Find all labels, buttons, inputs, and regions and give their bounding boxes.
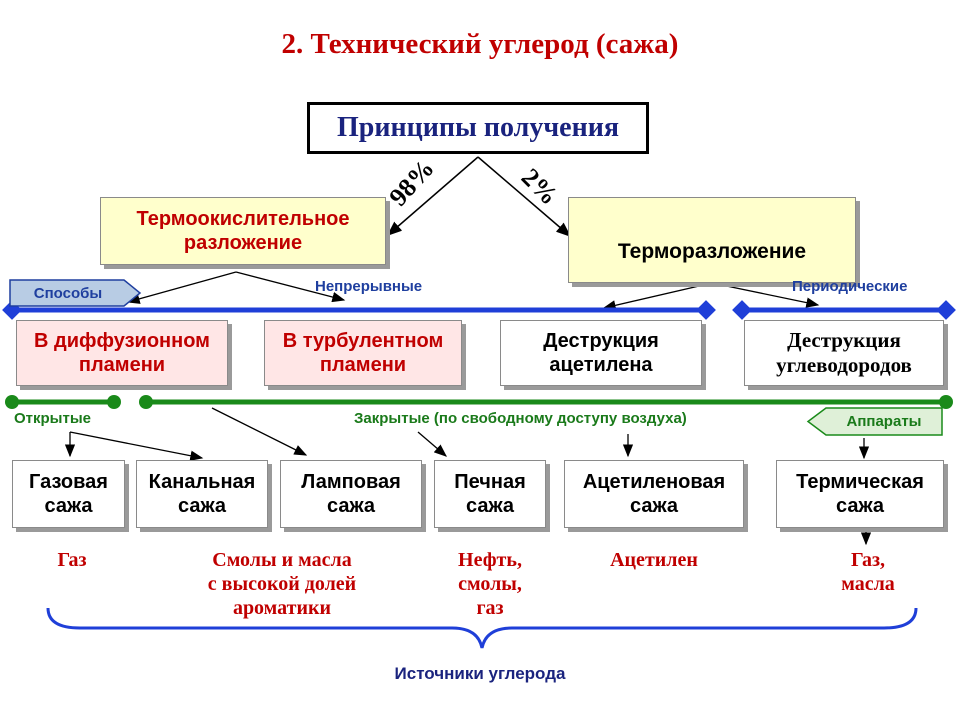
product-thermal-line2: сажа xyxy=(835,495,885,517)
source-gas-oils-line2: масла xyxy=(841,573,895,595)
method-diffusion-line1: В диффузионном xyxy=(34,330,210,352)
source-gas-oils-line1: Газ, xyxy=(850,549,885,571)
method-turbulent-line1: В турбулентном xyxy=(282,330,444,352)
thermo-oxidative-line1: Термоокислительное xyxy=(136,208,350,230)
source-oil-line1: Нефть, xyxy=(458,549,522,571)
method-acetylene-destruction: Деструкция ацетилена xyxy=(500,320,702,386)
carbon-sources-brace xyxy=(46,607,918,649)
source-gas: Газ xyxy=(40,548,104,572)
periodic-line-end-right xyxy=(936,300,956,320)
product-acetylene-black: Ацетиленовая сажа xyxy=(564,460,744,528)
arrow-closed-to-lamp xyxy=(211,407,308,456)
product-gas-line1: Газовая xyxy=(29,471,108,493)
product-lamp-line1: Ламповая xyxy=(301,471,401,493)
method-hydrocarbon-line1: Деструкция xyxy=(787,327,901,352)
product-thermal-black: Термическая сажа xyxy=(776,460,944,528)
product-channel-line2: сажа xyxy=(177,495,227,517)
method-acetylene-line2: ацетилена xyxy=(549,354,653,376)
method-diffusion-line2: пламени xyxy=(78,354,166,376)
source-resins-line2: с высокой долей xyxy=(207,573,357,595)
carbon-sources-label: Источники углерода xyxy=(394,664,566,683)
source-oil-line3: газ xyxy=(476,597,504,619)
methods-tag: Способы xyxy=(33,284,103,302)
product-channel-black: Канальная сажа xyxy=(136,460,268,528)
product-channel-line1: Канальная xyxy=(148,471,256,493)
open-line-end-left xyxy=(5,395,19,409)
arrow-open-to-channel xyxy=(69,431,204,461)
closed-line-end-left xyxy=(139,395,153,409)
arrow-to-methods-tag xyxy=(126,271,237,304)
open-label: Открытые xyxy=(14,410,91,427)
open-line-end-right xyxy=(107,395,121,409)
source-gas-line1: Газ xyxy=(57,549,87,571)
product-furnace-line2: сажа xyxy=(465,495,515,517)
product-thermal-line1: Термическая xyxy=(796,471,924,493)
thermal-decomposition-box: Терморазложение xyxy=(568,197,856,283)
thermo-oxidative-box: Термоокислительное разложение xyxy=(100,197,386,265)
product-furnace-line1: Печная xyxy=(454,471,526,493)
closed-label: Закрытые (по свободному доступу воздуха) xyxy=(354,410,687,427)
periodic-label: Периодические xyxy=(792,278,908,295)
source-acetylene-line1: Ацетилен xyxy=(610,549,698,571)
apparatus-tag: Аппараты xyxy=(846,413,922,430)
periodic-line-end-left xyxy=(732,300,752,320)
method-hydrocarbon-line2: углеводородов xyxy=(776,353,912,377)
arrow-to-continuous xyxy=(235,271,346,303)
source-resins-line3: ароматики xyxy=(232,597,332,619)
product-acetylene-line2: сажа xyxy=(629,495,679,517)
method-acetylene-line1: Деструкция xyxy=(543,330,659,352)
continuous-label: Непрерывные xyxy=(315,278,423,295)
method-turbulent-line2: пламени xyxy=(319,354,407,376)
product-acetylene-line1: Ацетиленовая xyxy=(582,471,726,493)
product-lamp-line2: сажа xyxy=(326,495,376,517)
methods-tag-shape xyxy=(9,279,142,307)
thermal-decomposition-label: Терморазложение xyxy=(617,240,807,264)
thermo-oxidative-line2: разложение xyxy=(183,232,303,254)
method-turbulent-flame: В турбулентном пламени xyxy=(264,320,462,386)
source-gas-oils: Газ, масла xyxy=(816,548,920,596)
closed-line-end-right xyxy=(939,395,953,409)
source-oil-resins-gas: Нефть, смолы, газ xyxy=(432,548,548,620)
arrow-thermal-to-periodic xyxy=(711,282,820,308)
continuous-line-end-right xyxy=(696,300,716,320)
source-resins-line1: Смолы и масла xyxy=(212,549,352,571)
arrow-closed-to-furnace xyxy=(417,431,447,457)
arrow-to-thermo-oxidative xyxy=(386,156,479,236)
slide-title: 2. Технический углерод (сажа) xyxy=(281,28,679,60)
source-resins-oils: Смолы и масла с высокой долей ароматики xyxy=(172,548,392,620)
product-furnace-black: Печная сажа xyxy=(434,460,546,528)
product-lamp-black: Ламповая сажа xyxy=(280,460,422,528)
source-acetylene: Ацетилен xyxy=(586,548,722,572)
product-gas-line2: сажа xyxy=(44,495,93,517)
arrow-thermal-to-continuous xyxy=(602,282,713,311)
source-oil-line2: смолы, xyxy=(458,573,522,595)
apparatus-tag-shape xyxy=(806,407,943,436)
product-gas-black: Газовая сажа xyxy=(12,460,125,528)
method-diffusion-flame: В диффузионном пламени xyxy=(16,320,228,386)
principles-box: Принципы получения xyxy=(307,102,649,154)
arrow-to-thermal-decomposition xyxy=(477,156,572,237)
method-hydrocarbon-destruction: Деструкция углеводородов xyxy=(744,320,944,386)
